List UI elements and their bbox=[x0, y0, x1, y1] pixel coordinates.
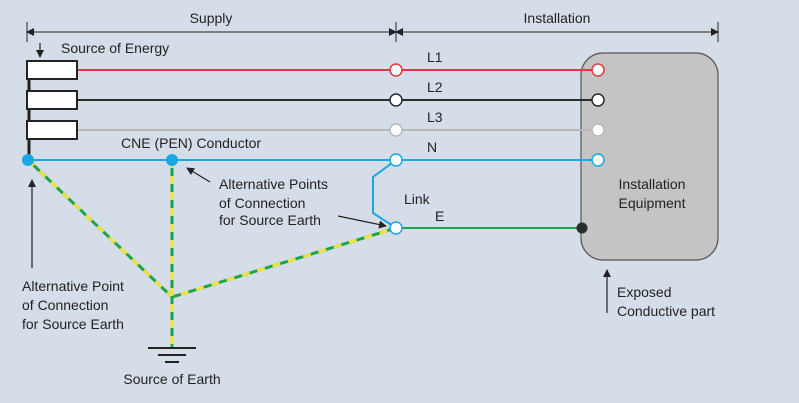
link-label: Link bbox=[404, 191, 431, 207]
link-conductor bbox=[372, 159, 397, 229]
earth-paths bbox=[26, 158, 397, 347]
installation-equipment-label-1: Installation bbox=[619, 176, 686, 192]
l3-equipment-terminal bbox=[591, 123, 605, 137]
e-supply-terminal bbox=[389, 221, 403, 235]
dimension-bar bbox=[26, 22, 719, 42]
alt-point-label-1: Alternative Point bbox=[22, 278, 124, 294]
exposed-conductive-part-terminal bbox=[576, 222, 588, 234]
n-supply-terminal bbox=[389, 153, 403, 167]
alt-points-label-1: Alternative Points bbox=[219, 176, 328, 192]
alt-points-arrow-1 bbox=[186, 167, 211, 183]
source-of-earth-label: Source of Earth bbox=[123, 371, 220, 387]
l3-label: L3 bbox=[427, 109, 443, 125]
installation-equipment-label-2: Equipment bbox=[619, 195, 686, 211]
l2-equipment-terminal bbox=[591, 93, 605, 107]
l2-supply-terminal bbox=[389, 93, 403, 107]
l1-label: L1 bbox=[427, 49, 443, 65]
source-of-energy-label: Source of Energy bbox=[61, 40, 169, 56]
alt-points-label-2: of Connection bbox=[219, 195, 305, 211]
alt-points-label-3: for Source Earth bbox=[219, 212, 321, 228]
source-winding-1 bbox=[26, 60, 78, 80]
source-star-point-dot bbox=[22, 154, 34, 166]
earth-electrode-symbol bbox=[148, 347, 196, 363]
installation-label: Installation bbox=[524, 10, 591, 26]
exposed-part-label-2: Conductive part bbox=[617, 303, 715, 319]
l1-supply-terminal bbox=[389, 63, 403, 77]
l1-equipment-terminal bbox=[591, 63, 605, 77]
cne-conductor-label: CNE (PEN) Conductor bbox=[121, 135, 261, 151]
alt-point-label-3: for Source Earth bbox=[22, 316, 124, 332]
l3-supply-terminal bbox=[389, 123, 403, 137]
supply-label: Supply bbox=[190, 10, 233, 26]
alt-point-label-2: of Connection bbox=[22, 297, 108, 313]
l2-label: L2 bbox=[427, 79, 443, 95]
exposed-part-label-1: Exposed bbox=[617, 284, 671, 300]
alt-points-arrow-2 bbox=[337, 215, 387, 229]
source-winding-2 bbox=[26, 90, 78, 110]
n-label: N bbox=[427, 139, 437, 155]
n-equipment-terminal bbox=[591, 153, 605, 167]
pen-earth-connection-dot bbox=[166, 154, 178, 166]
e-label: E bbox=[435, 208, 444, 224]
source-winding-3 bbox=[26, 120, 78, 140]
installation-equipment-box bbox=[580, 52, 719, 261]
